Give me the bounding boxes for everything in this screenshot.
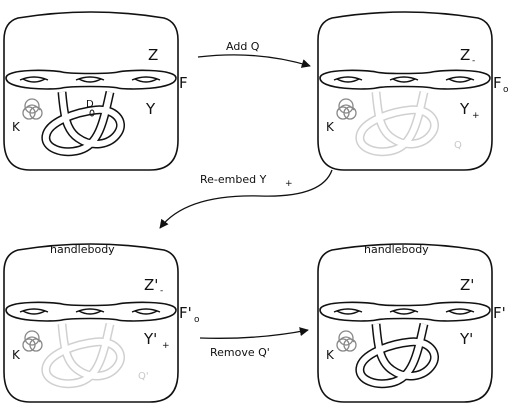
surface-band [319, 69, 491, 90]
ghost-knot [360, 92, 435, 152]
panel-top-right: Z - F o Y + K Q [317, 11, 509, 171]
upper-label: Z' [460, 276, 474, 294]
surface-label: F' [179, 304, 192, 322]
arrow-re-embed-sub: + [285, 179, 293, 189]
panel-outline [317, 243, 493, 403]
upper-label: Z [148, 46, 158, 64]
upper-label: Z [460, 46, 470, 64]
panel-bottom-right: handlebody Z' F' Y' K [317, 243, 506, 403]
surface-band [5, 69, 177, 90]
disk-marker [89, 109, 95, 117]
disk-label: D [86, 99, 94, 110]
lower-label: Y' [143, 330, 157, 348]
knot-k-icon [22, 98, 43, 120]
lower-label: Y [459, 100, 470, 118]
arrow-re-embed-label: Re-embed Y [200, 173, 267, 186]
surface-label: F [493, 74, 502, 92]
surface-band [319, 301, 491, 322]
arrow-remove-q-label: Remove Q' [210, 346, 270, 359]
surface-band [5, 301, 177, 322]
panel-outline [3, 11, 179, 171]
handle-holes [333, 76, 475, 83]
arrow-add-q-label: Add Q [226, 40, 260, 53]
handle-holes [19, 76, 161, 83]
trefoil-knot [46, 92, 121, 152]
surface-sub: o [503, 85, 509, 95]
surface-label: F [179, 74, 188, 92]
panel-title: handlebody [364, 243, 429, 256]
panel-outline [317, 11, 493, 171]
panel-outline [3, 243, 179, 403]
panel-bottom-left: handlebody Z' - F' o Y' + K Q' [3, 243, 200, 403]
panel-title: handlebody [50, 243, 115, 256]
trefoil-knot [360, 324, 435, 384]
upper-label: Z' [144, 276, 158, 294]
knot-label: K [12, 120, 21, 134]
ghost-label: Q' [138, 371, 149, 382]
upper-sub: - [472, 56, 475, 66]
handle-holes [19, 308, 161, 315]
knot-k-icon [22, 330, 43, 352]
handle-holes [333, 308, 475, 315]
lower-sub: + [162, 341, 170, 351]
knot-k-icon [336, 330, 357, 352]
lower-sub: + [472, 111, 480, 121]
surface-label: F' [493, 304, 506, 322]
lower-label: Y [145, 100, 156, 118]
knot-label: K [326, 120, 335, 134]
arrow-add-q: Add Q [197, 40, 311, 68]
arrow-remove-q: Remove Q' [199, 327, 309, 359]
knot-label: K [12, 348, 21, 362]
upper-sub: - [160, 286, 163, 296]
arrow-re-embed: Re-embed Y + [159, 169, 333, 229]
ghost-knot [46, 324, 121, 384]
ghost-label: Q [454, 140, 462, 151]
knot-k-icon [336, 98, 357, 120]
lower-label: Y' [459, 330, 473, 348]
knot-label: K [326, 348, 335, 362]
surface-sub: o [194, 315, 200, 325]
panel-top-left: Z F Y K D [3, 11, 188, 171]
